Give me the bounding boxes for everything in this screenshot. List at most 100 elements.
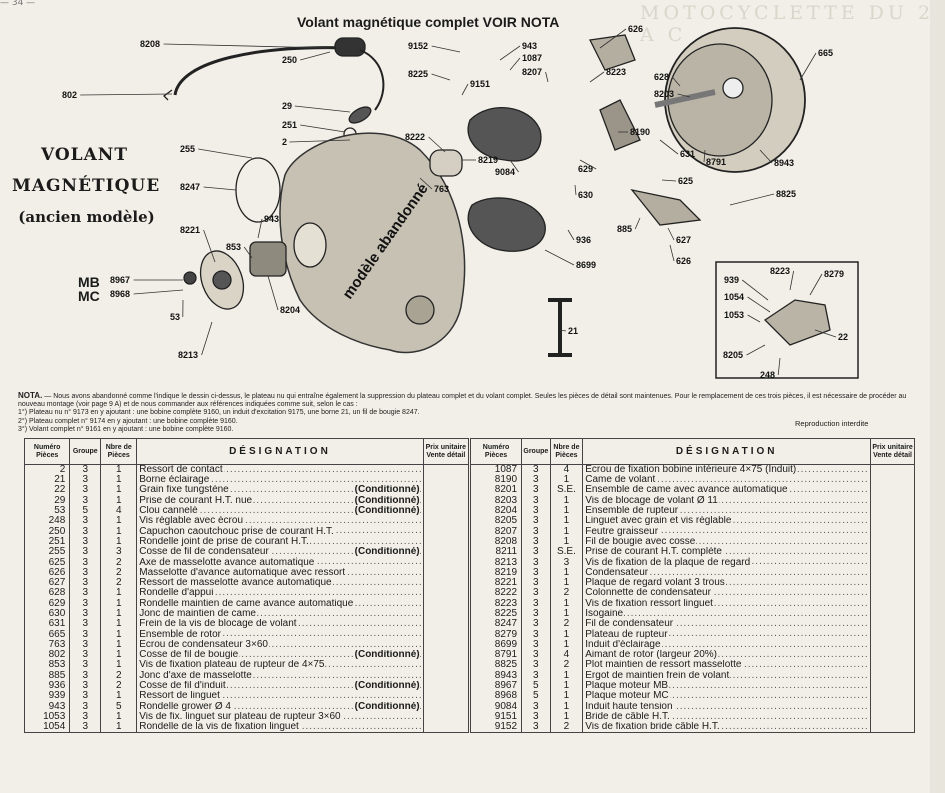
leader-line xyxy=(509,159,519,173)
col-groupe: Groupe xyxy=(521,438,551,465)
part-number: 8203 xyxy=(469,495,523,506)
designation-text: Ensemble de rotor xyxy=(139,629,222,640)
designation: ........................................… xyxy=(582,516,872,527)
leader-line xyxy=(671,76,681,87)
price xyxy=(870,722,915,733)
designation-text: Frein de la vis de blocage de volant xyxy=(139,619,298,630)
quantity: 1 xyxy=(100,464,138,475)
designation: ........................................… xyxy=(136,557,424,568)
group: 3 xyxy=(69,547,102,558)
page-edge xyxy=(930,0,945,793)
group: 3 xyxy=(521,588,551,599)
group: 3 xyxy=(69,680,102,692)
leader-line xyxy=(198,148,253,159)
leader-line xyxy=(799,52,817,81)
col-designation: DÉSIGNATION xyxy=(136,438,424,465)
price xyxy=(422,485,470,496)
designation-text: Condensateur xyxy=(585,567,650,578)
ht-wire xyxy=(359,49,385,111)
part-number: 939 xyxy=(23,691,71,702)
designation: ........................................… xyxy=(136,660,424,671)
dot-leader: ........................................… xyxy=(585,619,868,630)
quantity: 1 xyxy=(549,608,584,620)
dot-leader: ........................................… xyxy=(585,722,868,733)
callout-626: 626 xyxy=(676,256,691,266)
group: 3 xyxy=(69,691,102,702)
table-row: 882532..................................… xyxy=(469,660,915,671)
price xyxy=(870,495,915,506)
designation: ........................................… xyxy=(582,639,872,651)
group: 3 xyxy=(69,619,102,630)
callout-1054: 1054 xyxy=(724,292,744,302)
leader-line xyxy=(559,329,567,332)
designation-text: Cosse de fil de bougie xyxy=(139,650,240,661)
leader-line xyxy=(669,244,675,262)
callout-8213: 8213 xyxy=(178,350,198,360)
designation: ........................................… xyxy=(136,516,424,527)
designation: ........................................… xyxy=(582,711,872,723)
group: 3 xyxy=(69,629,102,640)
quantity: 1 xyxy=(549,701,584,712)
designation-text: Linguet avec grain et vis réglable xyxy=(585,516,733,527)
price xyxy=(870,567,915,578)
designation: ........................................… xyxy=(582,680,872,692)
designation-text: Aimant de rotor (largeur 20%) xyxy=(585,650,718,661)
dot-leader: ........................................… xyxy=(139,588,420,599)
conditioned-label: (Conditionné) xyxy=(352,495,420,506)
quantity: 1 xyxy=(100,598,138,609)
callout-255: 255 xyxy=(180,144,195,154)
group: 5 xyxy=(521,691,551,702)
quantity: 1 xyxy=(100,526,138,537)
quantity: 1 xyxy=(100,608,138,620)
callout-853: 853 xyxy=(226,242,241,252)
part-number: 8279 xyxy=(469,629,523,640)
quantity: 2 xyxy=(549,722,584,733)
leader-line xyxy=(544,249,575,266)
part-number: 255 xyxy=(23,547,71,558)
designation: ........................................… xyxy=(582,547,872,558)
leader-line xyxy=(419,177,433,190)
group: 3 xyxy=(521,495,551,506)
table-row: 25031...................................… xyxy=(23,526,470,537)
group: 3 xyxy=(521,629,551,640)
callout-248: 248 xyxy=(760,370,775,380)
callout-628: 628 xyxy=(654,72,669,82)
quantity: 1 xyxy=(100,722,138,733)
table-row: 820531..................................… xyxy=(469,516,915,527)
designation: ........................................… xyxy=(582,475,872,486)
leader-line xyxy=(431,73,451,81)
exploded-diagram: 8208250802292512255824782219438538967896… xyxy=(62,24,859,380)
group: 3 xyxy=(69,516,102,527)
part-number: 625 xyxy=(23,557,71,568)
designation-text: Rondelle d'appui xyxy=(139,588,215,599)
col-nombre: Nbre de Pièces xyxy=(100,438,138,465)
designation: ........................................… xyxy=(136,608,424,620)
nota-line3: 3°) Volant complet n° 9161 en y ajoutant… xyxy=(18,425,234,433)
breaker-assembly xyxy=(249,241,287,277)
group: 3 xyxy=(69,722,102,733)
conditioned-label: (Conditionné) xyxy=(352,680,420,691)
designation: ........................................… xyxy=(136,588,424,599)
quantity: 2 xyxy=(100,670,138,681)
quantity: 2 xyxy=(549,588,584,599)
price xyxy=(870,485,915,496)
terminal-stack xyxy=(548,298,572,357)
dot-leader: ........................................… xyxy=(139,475,420,485)
price xyxy=(870,547,915,558)
leader-line xyxy=(80,93,173,96)
price xyxy=(422,660,470,671)
callout-631: 631 xyxy=(680,149,695,159)
quantity: 2 xyxy=(549,619,584,630)
conditioned-label: (Conditionné) xyxy=(352,650,420,661)
part-number: 8223 xyxy=(469,598,523,609)
quantity: 1 xyxy=(100,588,138,599)
callout-939: 939 xyxy=(724,275,739,285)
quantity: 1 xyxy=(100,650,138,661)
part-number: 665 xyxy=(23,629,71,640)
